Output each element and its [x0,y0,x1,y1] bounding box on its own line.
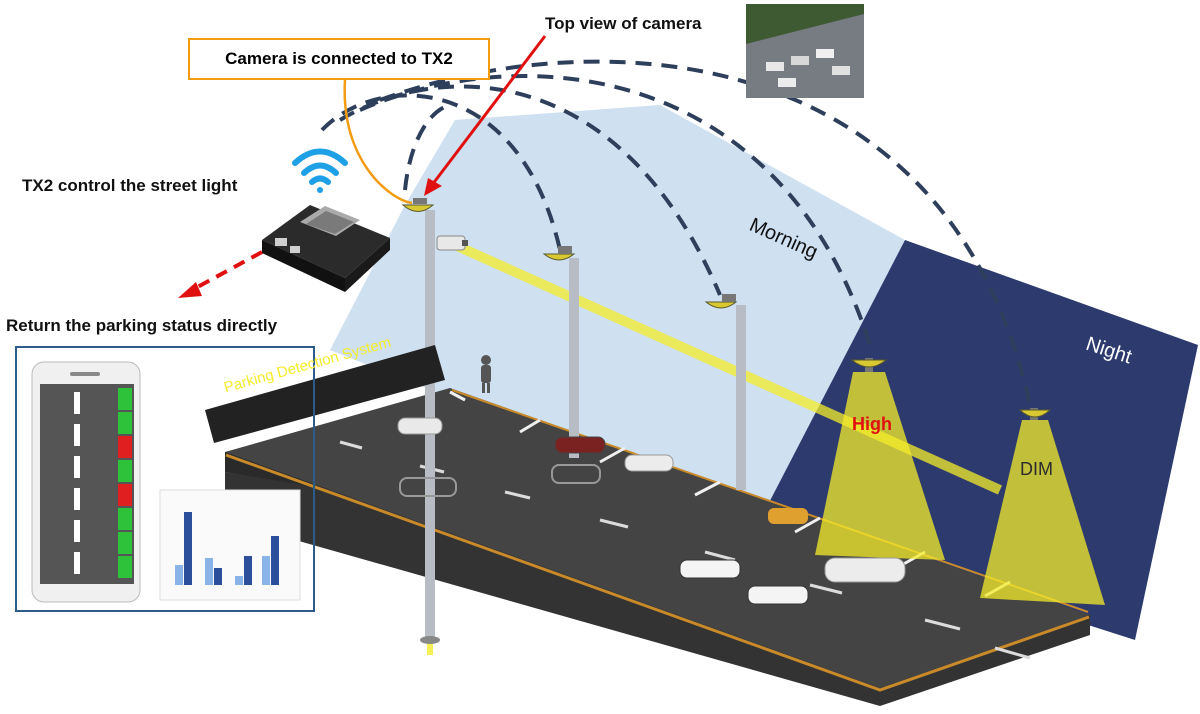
tx2-control-label: TX2 control the street light [22,176,238,195]
camera-cable [343,79,413,205]
smartphone-icon [31,361,141,603]
road-edge-line [225,453,1090,692]
status-arrow-head [178,282,202,298]
top-view-arrow [430,35,547,186]
phone-panel [15,346,315,612]
dim-beam [980,420,1105,605]
top-view-arrow-head [424,178,442,196]
high-label: High [852,414,892,434]
street-light-4 [850,358,888,372]
person-icon [481,355,491,393]
road-surface [225,388,1090,688]
wifi-icon [292,148,348,193]
top-view-photo [746,4,864,98]
camera-connected-box: Camera is connected to TX2 [188,38,490,80]
mini-bar-chart [159,489,301,601]
car-icon [397,417,906,605]
dim-label: DIM [1020,459,1053,479]
tx2-board-icon [262,205,390,292]
morning-panel [330,105,905,520]
street-light-5 [1018,408,1052,420]
road-edge-line-back [451,389,1089,613]
return-status-label: Return the parking status directly [6,316,278,335]
top-view-label: Top view of camera [545,14,702,33]
camera-connected-label: Camera is connected to TX2 [225,49,453,68]
parking-system-banner [205,345,445,443]
street-light-2 [542,246,579,458]
high-beam [815,372,945,560]
status-arrow [191,250,263,292]
camera-icon [436,235,468,251]
street-light-3 [704,294,746,490]
